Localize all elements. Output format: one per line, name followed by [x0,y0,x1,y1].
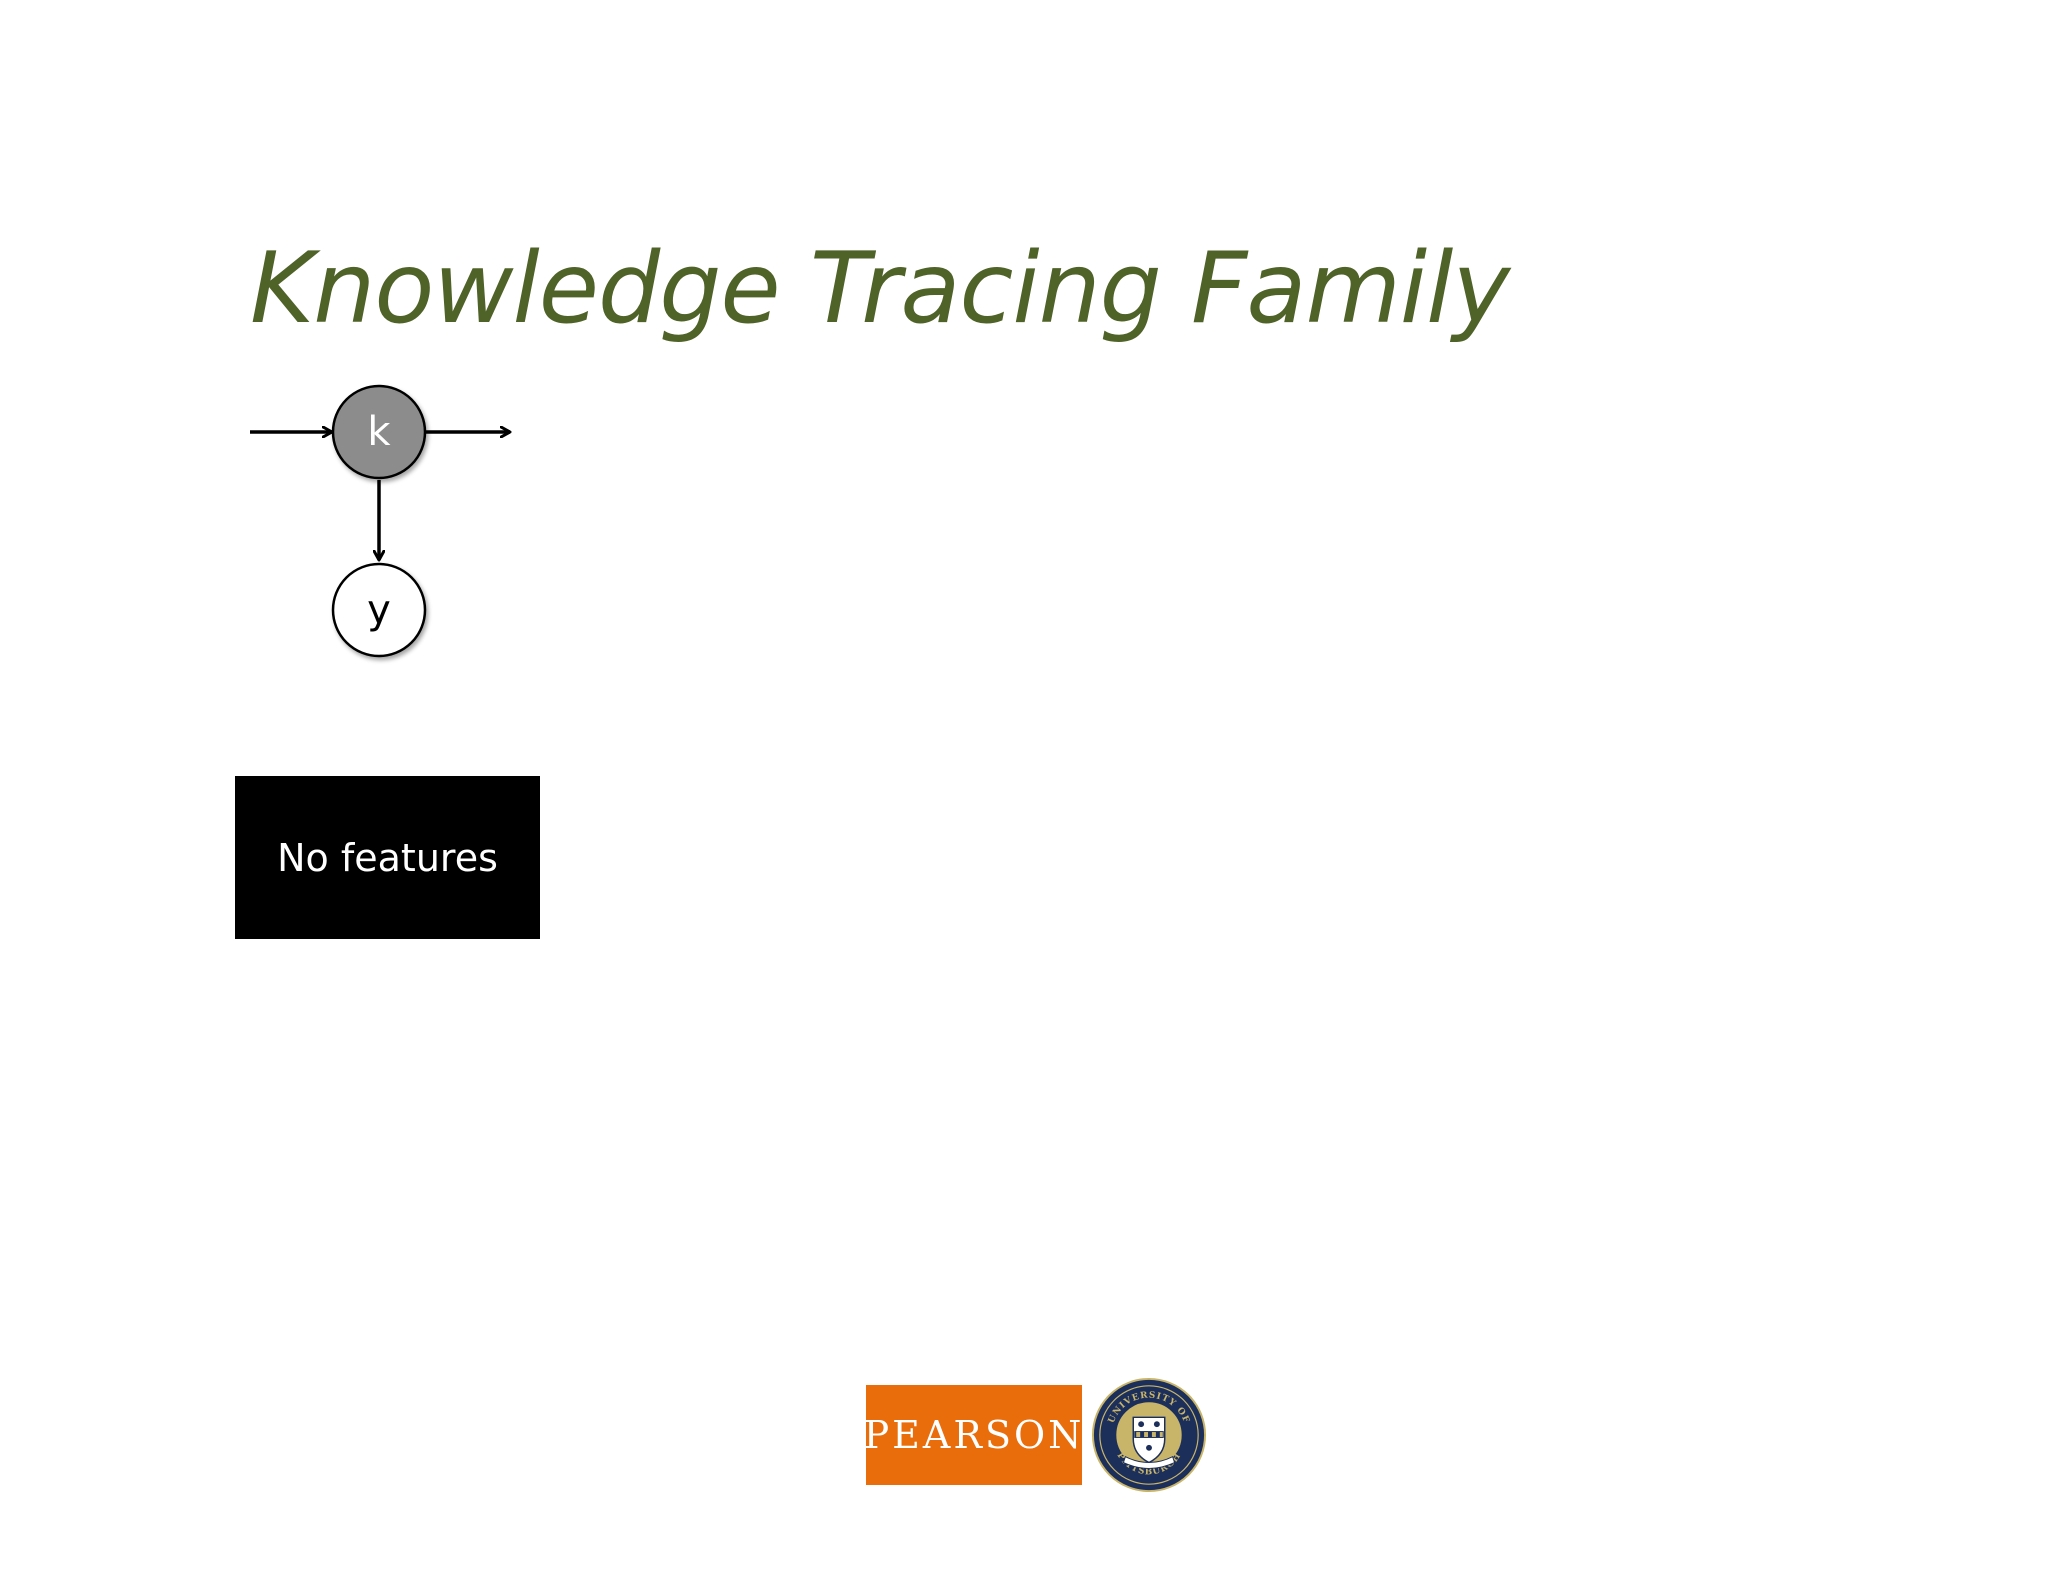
knowledge-node-circle [331,384,427,480]
knowledge-node-label: k [367,409,391,455]
knowledge-tracing-diagram: k y [250,384,550,658]
university-of-pittsburgh-seal-icon: UNIVERSITY OF PITTSBURGH [1091,1377,1207,1493]
observation-node-label: y [367,587,391,633]
no-features-box: No features [235,776,540,939]
knowledge-node: k [331,384,427,480]
observation-node-circle [331,562,427,658]
slide-title: Knowledge Tracing Family [250,232,1510,346]
logo-bar: PEARSON UNIVERSITY OF PITTSBURGH [863,1376,1208,1494]
pearson-logo: PEARSON [863,1385,1085,1485]
no-features-label: No features [277,835,498,880]
pearson-logo-text: PEARSON [863,1413,1085,1457]
observation-node: y [331,562,427,658]
